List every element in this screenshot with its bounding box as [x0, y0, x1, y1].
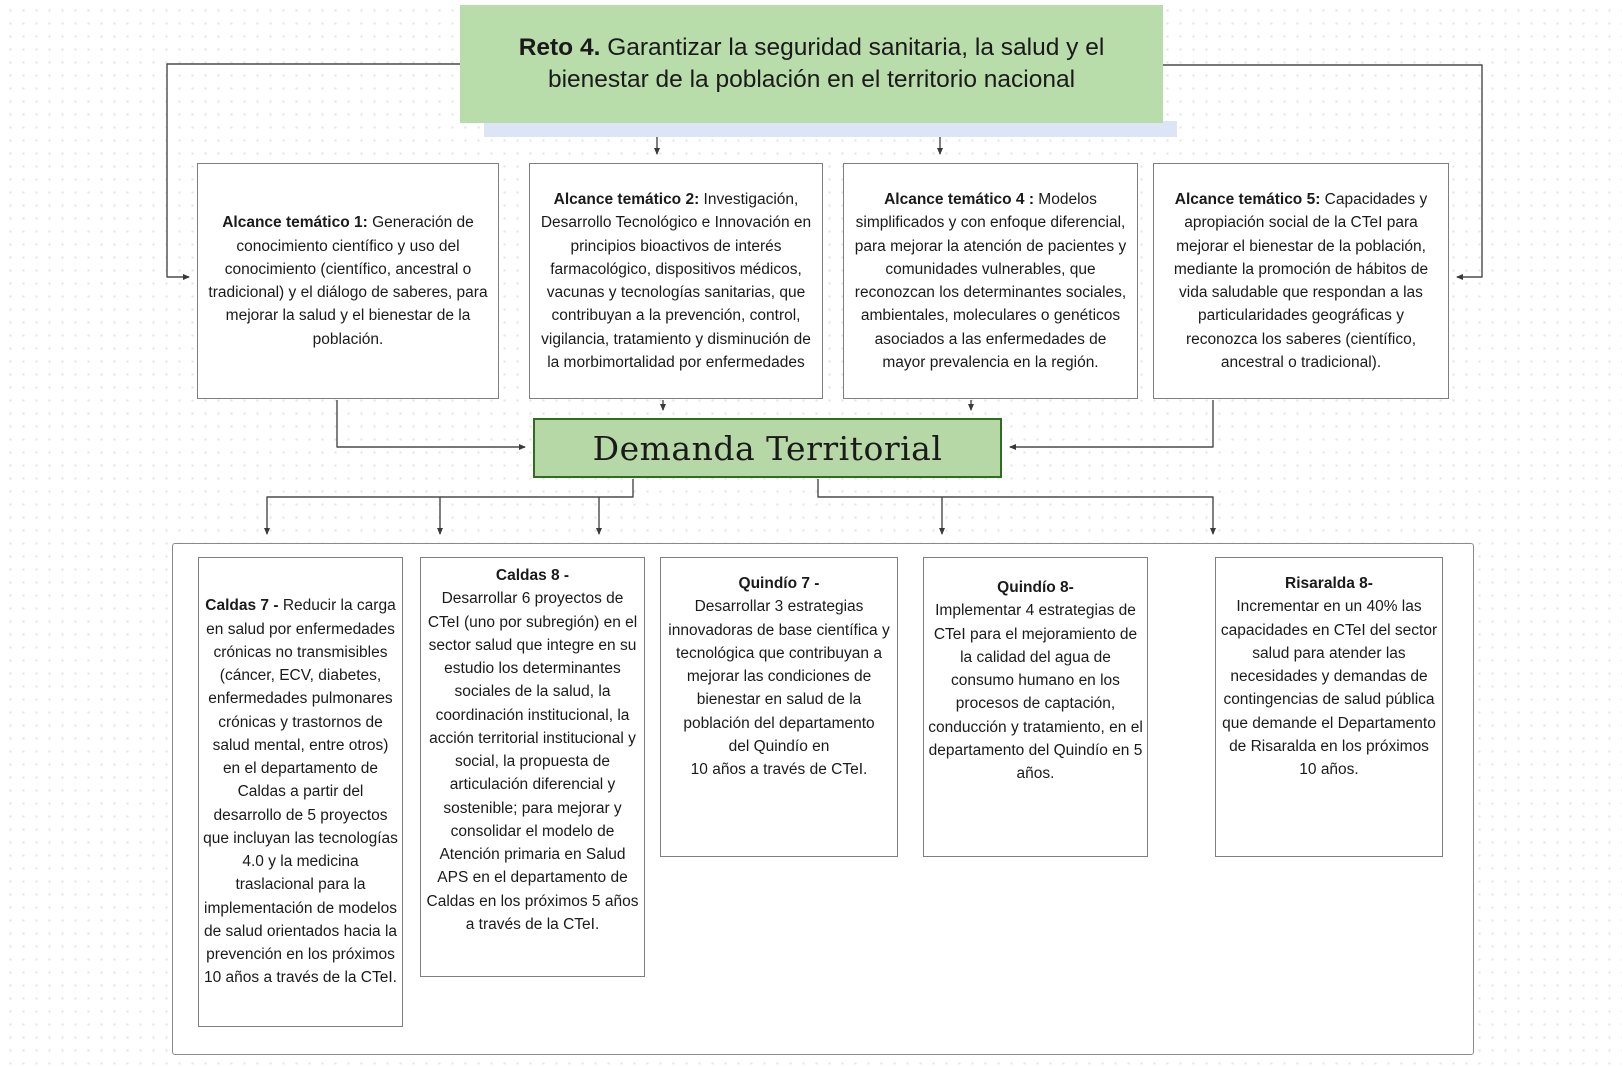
demanda-quindio-7-box: Quindío 7 - Desarrollar 3 estrategias inn… — [660, 557, 898, 857]
caldas-7-body: Reducir la carga en salud por enfermedad… — [203, 597, 398, 987]
edge-alcance1-to-dt — [336, 400, 526, 450]
reto-body: Garantizar la seguridad sanitaria, la sa… — [547, 33, 1105, 93]
edge-dt-branch-left — [264, 479, 634, 535]
demanda-quindio-8-box: Quindío 8- Implementar 4 estrategias de C… — [923, 557, 1148, 857]
alcance-5-label: Alcance temático 5: — [1174, 191, 1321, 208]
alcance-tematico-5-box: Alcance temático 5: Capacidades y apropi… — [1153, 163, 1449, 399]
reto-box-shadow — [484, 121, 1177, 137]
demanda-territorial-label: Demanda Territorial — [592, 428, 943, 468]
demanda-risaralda-8-box: Risaralda 8- Incrementar en un 40% las ca… — [1215, 557, 1443, 857]
alcance-2-body: Investigación, Desarrollo Tecnológico e … — [540, 191, 812, 371]
alcance-tematico-2-box: Alcance temático 2: Investigación, Desar… — [529, 163, 823, 399]
caldas-7-label: Caldas 7 - — [205, 597, 279, 615]
alcance-tematico-4-box: Alcance temático 4 : Modelos simplificad… — [843, 163, 1138, 399]
demanda-territorial-box: Demanda Territorial — [533, 418, 1002, 478]
reto-box: Reto 4. Garantizar la seguridad sanitari… — [460, 5, 1163, 123]
reto-label: Reto 4. — [518, 33, 601, 61]
alcance-1-label: Alcance temático 1: — [222, 214, 368, 232]
quindio-8-body: Implementar 4 estrategias de CTeI para e… — [928, 602, 1143, 782]
edge-dt-branch-right — [817, 479, 1216, 535]
demanda-caldas-7-box: Caldas 7 - Reducir la carga en salud por… — [198, 557, 403, 1027]
alcance-4-label: Alcance temático 4 : — [884, 191, 1034, 208]
alcance-1-body: Generación de conocimiento científico y … — [208, 214, 488, 348]
risaralda-8-body: Incrementar en un 40% las capacidades en… — [1220, 598, 1438, 778]
reto-text: Reto 4. Garantizar la seguridad sanitari… — [486, 32, 1137, 97]
caldas-8-label: Caldas 8 - — [495, 567, 570, 584]
quindio-7-body: Desarrollar 3 estrategias innovadoras de… — [668, 598, 890, 778]
risaralda-8-label: Risaralda 8- — [1285, 575, 1373, 592]
quindio-7-label: Quindío 7 - — [738, 575, 820, 592]
alcance-5-body: Capacidades y apropiación social de la C… — [1173, 191, 1429, 371]
alcance-4-body: Modelos simplificados y con enfoque dife… — [854, 191, 1127, 371]
demanda-caldas-8-box: Caldas 8 - Desarrollar 6 proyectos de CTe… — [420, 557, 645, 977]
edge-alcance5-to-dt — [1009, 400, 1214, 450]
alcance-2-label: Alcance temático 2: — [553, 191, 700, 208]
alcance-tematico-1-box: Alcance temático 1: Generación de conoci… — [197, 163, 499, 399]
caldas-8-body: Desarrollar 6 proyectos de CTeI (uno por… — [426, 590, 639, 933]
quindio-8-label: Quindío 8- — [997, 579, 1074, 596]
